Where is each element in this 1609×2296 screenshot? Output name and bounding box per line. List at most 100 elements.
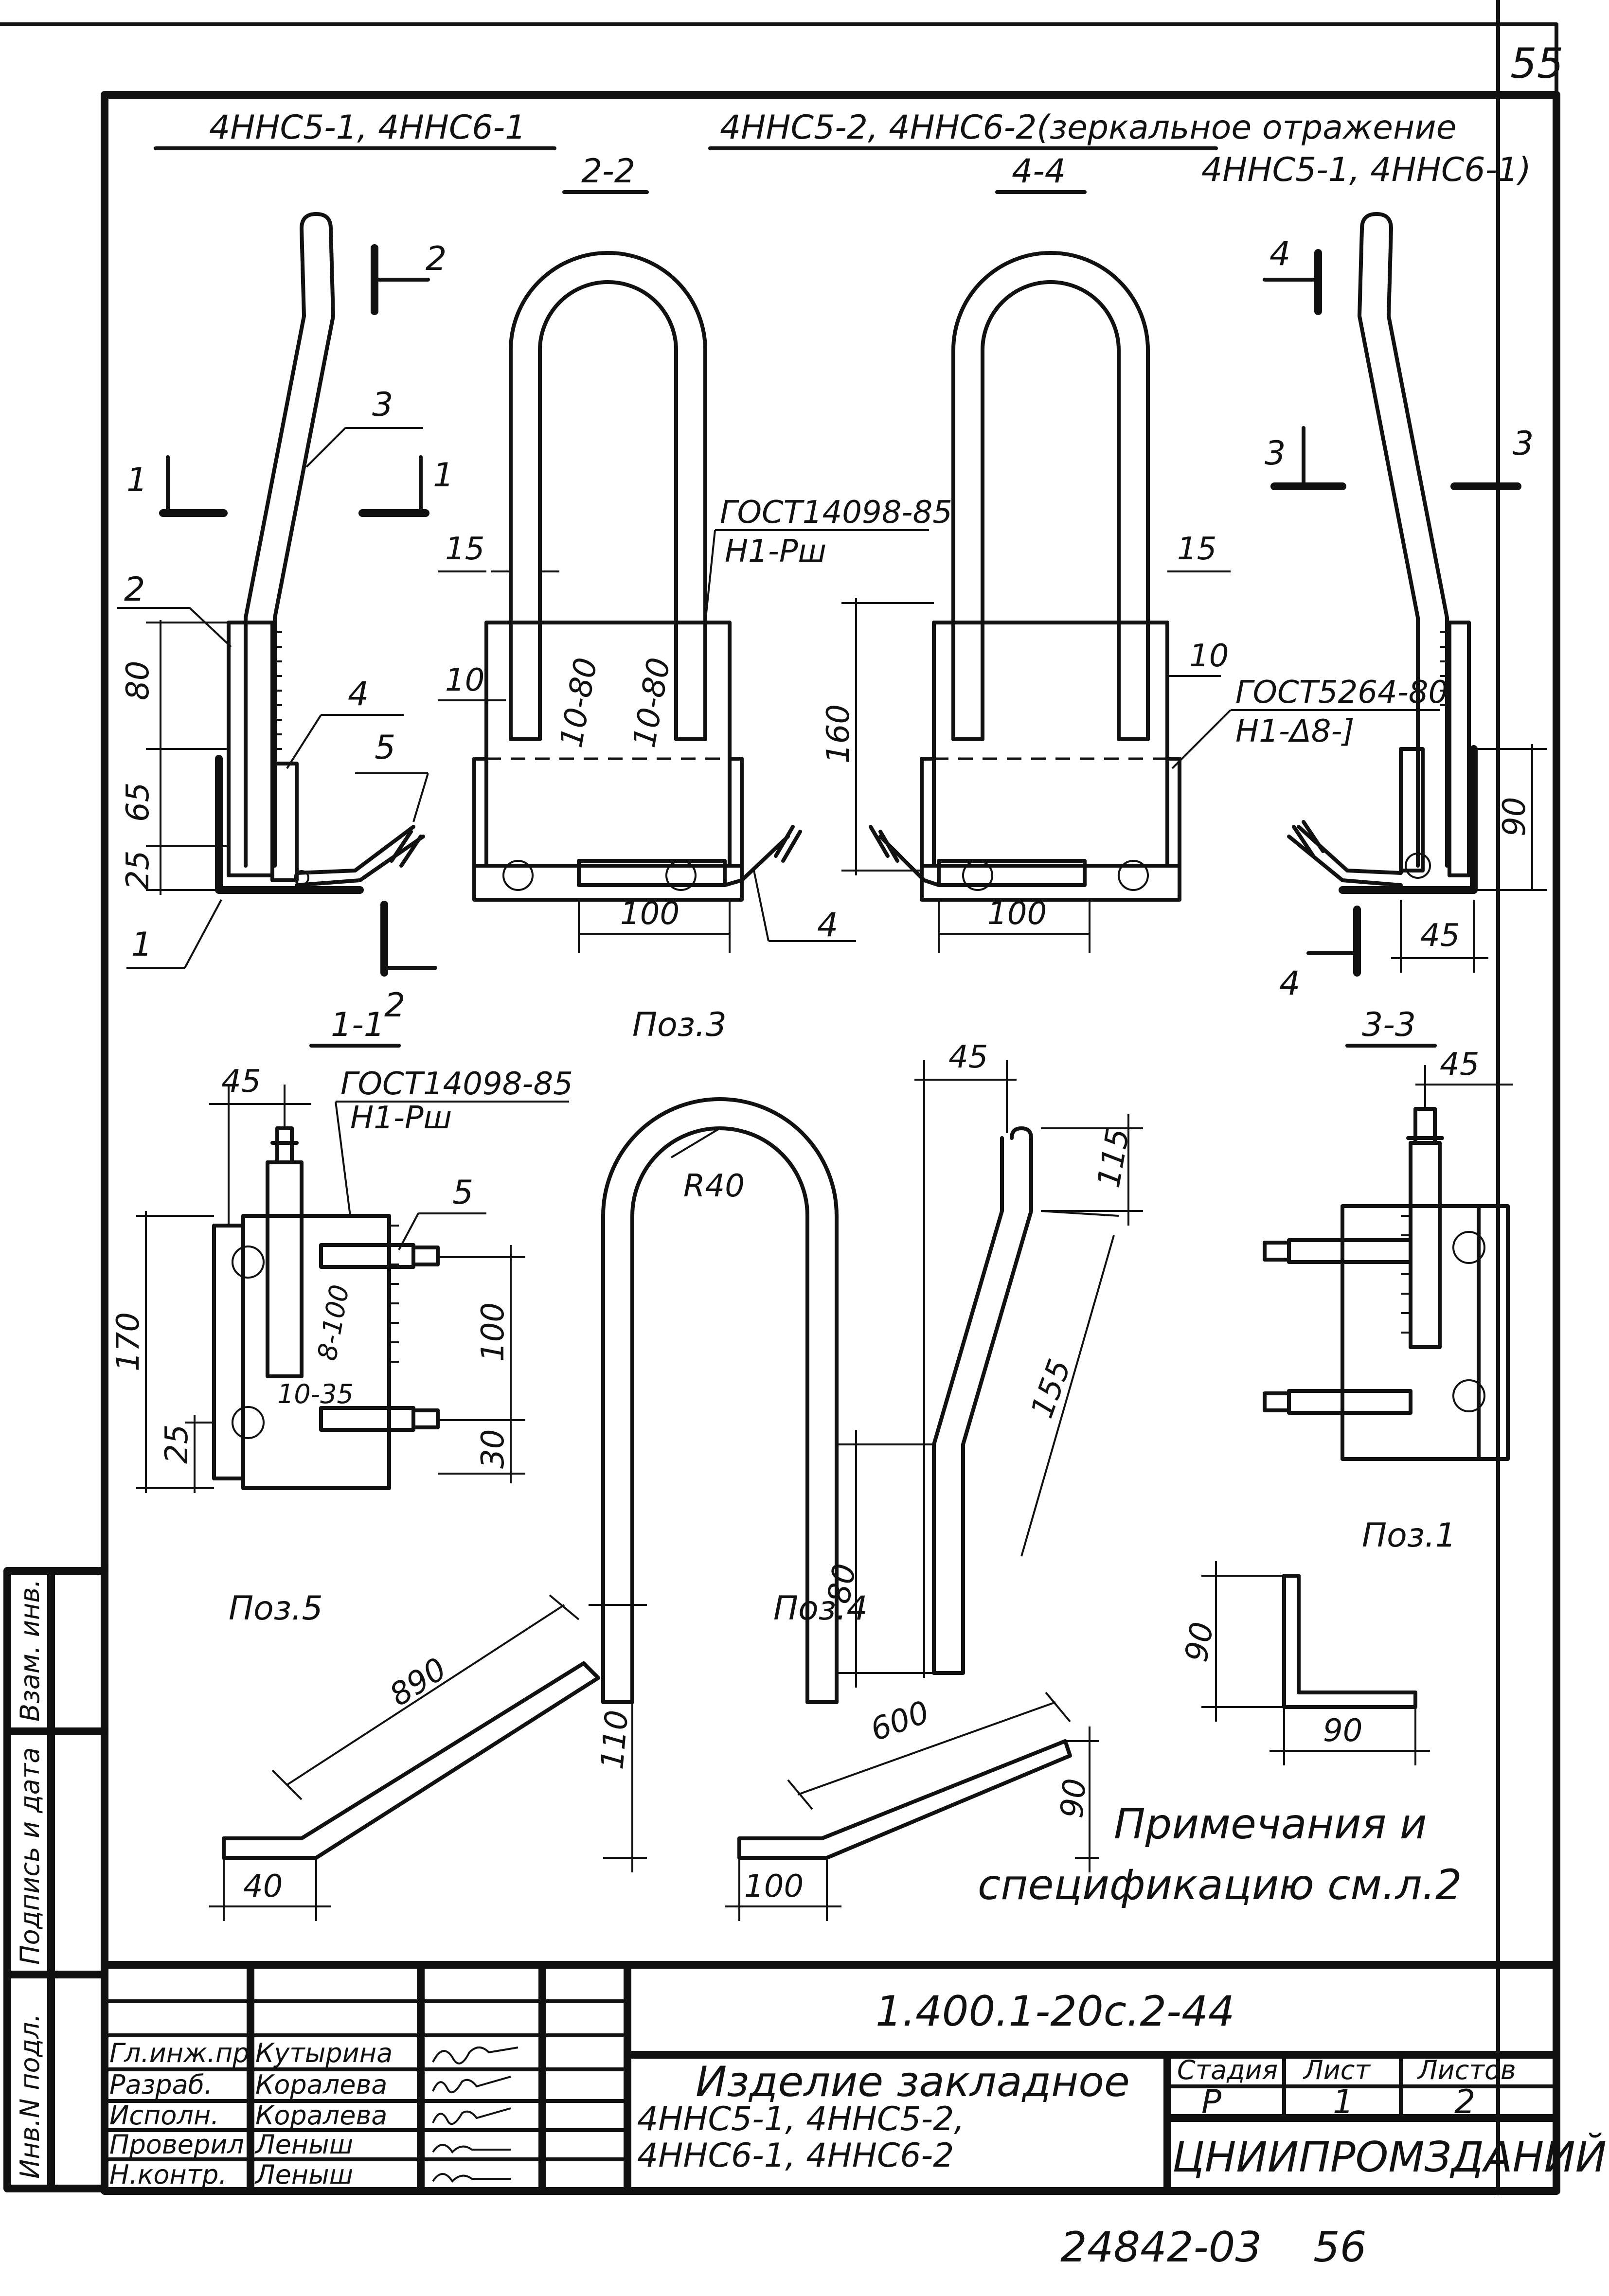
person-name-0: Кутырина [255, 2038, 393, 2068]
svg-text:110: 110 [594, 1709, 635, 1771]
svg-text:115: 115 [1091, 1126, 1137, 1191]
view-section-2-2 [472, 251, 802, 902]
svg-text:160: 160 [821, 704, 857, 764]
person-role-4: Н.контр. [109, 2159, 227, 2190]
view-section-1-1 [212, 1126, 440, 1490]
header-right-line2: 4ННС5-1, 4ННС6-1) [1201, 151, 1531, 189]
sheet-frame [0, 0, 1560, 2195]
stamp-inv-podl: Инв.N подл. [15, 2013, 45, 2179]
part-poz4-bar: 45 115 155 80 [821, 1039, 1143, 1688]
sheets-header: Листов [1417, 2055, 1516, 2085]
label-poz3: Поз.3 [632, 1006, 727, 1044]
notes-line1: Примечания и [1114, 1800, 1427, 1849]
title-line3: 4ННС6-1, 4ННС6-2 [637, 2136, 954, 2175]
svg-text:25: 25 [159, 1424, 195, 1464]
svg-text:890: 890 [383, 1651, 453, 1714]
svg-text:30: 30 [475, 1429, 511, 1469]
dimensions-view-a: 80 65 25 [120, 620, 229, 895]
section-label-4-4: 4-4 [1012, 152, 1066, 191]
person-name-1: Коралева [255, 2069, 387, 2100]
svg-text:3: 3 [1265, 434, 1286, 473]
person-role-0: Гл.инж.пр. [109, 2038, 258, 2068]
svg-text:3: 3 [1513, 425, 1534, 463]
svg-text:80: 80 [821, 1561, 863, 1606]
stage-value: Р [1201, 2083, 1221, 2121]
svg-text:600: 600 [866, 1694, 934, 1748]
svg-text:40: 40 [243, 1869, 283, 1904]
svg-text:2: 2 [124, 570, 145, 609]
svg-text:10-80: 10-80 [554, 655, 605, 750]
svg-text:4: 4 [348, 675, 369, 713]
svg-text:Н1-Δ8-]: Н1-Δ8-] [1235, 713, 1355, 749]
svg-text:15: 15 [445, 531, 484, 567]
svg-text:90: 90 [1179, 1620, 1221, 1665]
svg-text:ГОСТ14098-85: ГОСТ14098-85 [340, 1066, 573, 1102]
svg-text:100: 100 [744, 1869, 804, 1904]
notes-line2: спецификацию см.л.2 [978, 1861, 1462, 1909]
svg-text:25: 25 [120, 851, 156, 890]
svg-text:10: 10 [1189, 638, 1229, 674]
svg-text:10-35: 10-35 [277, 1379, 354, 1409]
svg-text:4: 4 [1279, 964, 1300, 1003]
svg-text:10: 10 [445, 662, 484, 698]
svg-text:90: 90 [1323, 1713, 1362, 1749]
label-poz4: Поз.4 [773, 1589, 868, 1628]
svg-text:8-100: 8-100 [312, 1282, 355, 1363]
svg-text:100: 100 [987, 896, 1047, 932]
svg-text:Н1-Рш: Н1-Рш [725, 534, 826, 570]
person-name-2: Коралева [255, 2100, 387, 2131]
sheets-value: 2 [1454, 2083, 1475, 2121]
footer-code: 24842-03 [1060, 2223, 1262, 2272]
svg-text:45: 45 [221, 1064, 261, 1100]
header-right-line1: 4ННС5-2, 4ННС6-2(зеркальное отражение [720, 108, 1457, 147]
title-block [101, 1961, 1560, 2195]
svg-text:45: 45 [1440, 1047, 1479, 1083]
svg-text:ГОСТ5264-80: ГОСТ5264-80 [1235, 675, 1448, 711]
person-name-3: Леныш [254, 2129, 353, 2160]
svg-text:100: 100 [475, 1302, 511, 1362]
cut-marks-view-a: 2 1 1 2 [126, 240, 454, 1025]
title-line2: 4ННС5-1, 4ННС5-2, [637, 2100, 965, 2138]
svg-text:1: 1 [126, 461, 147, 499]
svg-text:155: 155 [1024, 1354, 1078, 1423]
label-poz5: Поз.5 [229, 1589, 323, 1628]
label-poz1: Поз.1 [1362, 1516, 1456, 1555]
view-section-3-3: 45 [1263, 1047, 1513, 1461]
view-section-4-4 [869, 251, 1181, 902]
weld-label-gost14098: ГОСТ14098-85 Н1-Рш [704, 495, 952, 623]
person-role-2: Исполн. [109, 2100, 219, 2131]
svg-text:1: 1 [433, 456, 454, 495]
svg-text:80: 80 [120, 661, 156, 700]
svg-text:1: 1 [131, 926, 152, 964]
svg-text:Н1-Рш: Н1-Рш [350, 1100, 452, 1136]
svg-text:90: 90 [1497, 797, 1533, 837]
svg-text:5: 5 [452, 1174, 473, 1212]
side-stamp [3, 1567, 108, 2192]
footer-page: 56 [1313, 2223, 1366, 2272]
svg-text:45: 45 [1420, 918, 1460, 954]
sheet-value: 1 [1333, 2083, 1354, 2121]
part-poz5: 890 110 40 [209, 1590, 647, 1921]
doc-code: 1.400.1-20с.2-44 [876, 1987, 1235, 2036]
weld-label-gost5264: ГОСТ5264-80 Н1-Δ8-] [1171, 675, 1448, 769]
svg-text:4: 4 [1269, 235, 1290, 273]
svg-text:100: 100 [620, 896, 679, 932]
part-poz3: R40 [601, 1097, 839, 1704]
svg-text:45: 45 [948, 1039, 988, 1075]
part-poz1: 90 90 [1179, 1561, 1430, 1765]
organization: ЦНИИПРОМЗДАНИЙ [1172, 2133, 1607, 2182]
stage-header: Стадия [1177, 2055, 1278, 2085]
svg-text:5: 5 [375, 729, 395, 767]
person-role-1: Разраб. [109, 2069, 213, 2100]
svg-text:2: 2 [384, 986, 405, 1025]
section-label-2-2: 2-2 [581, 152, 635, 191]
stamp-podpis: Подпись и дата [15, 1747, 45, 1965]
dimensions-1-1: 45 ГОСТ14098-85 Н1-Рш 5 170 25 100 30 8-… [110, 1064, 573, 1493]
title-line1: Изделие закладное [696, 2058, 1130, 2106]
svg-text:R40: R40 [683, 1168, 745, 1204]
dimensions-4-4: 160 15 10 100 [821, 531, 1231, 953]
stamp-vzam: Взам. инв. [15, 1579, 45, 1722]
svg-text:10-80: 10-80 [626, 655, 678, 750]
svg-text:ГОСТ14098-85: ГОСТ14098-85 [720, 495, 952, 531]
person-role-3: Проверил [109, 2129, 244, 2160]
